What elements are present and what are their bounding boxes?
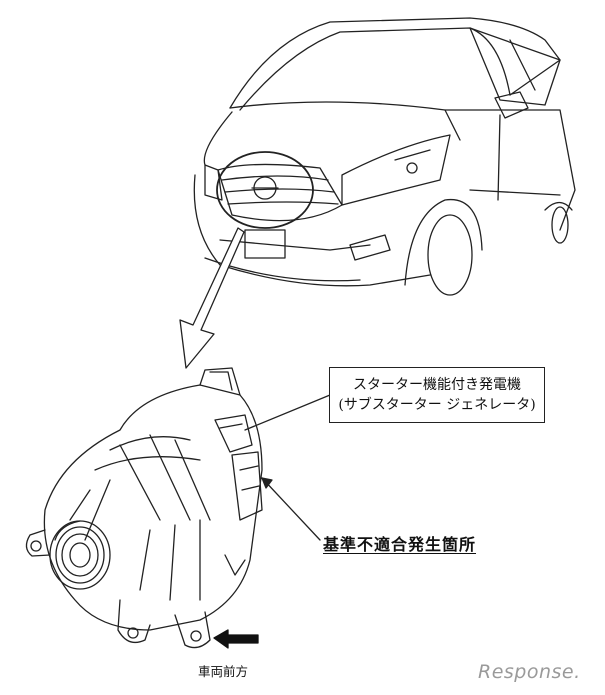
defect-location-label: 基準不適合発生箇所 — [323, 535, 477, 554]
terminal-block — [214, 414, 253, 453]
mounting-ear-front — [25, 529, 51, 557]
license-plate — [244, 229, 286, 259]
vehicle-front-direction-arrow — [213, 629, 259, 649]
front-wheel-arch — [404, 198, 483, 286]
vehicle-windshield — [239, 27, 511, 111]
vehicle-grille — [217, 163, 343, 222]
vehicle-hood — [229, 101, 461, 141]
front-bumper — [193, 174, 431, 287]
defect-leader-line — [261, 477, 321, 541]
callout-line-1: スターター機能付き発電機 — [353, 377, 521, 393]
alternator-housing — [43, 384, 263, 631]
vehicle-illustration — [193, 17, 576, 296]
defect-arrowhead — [261, 477, 273, 489]
vehicle-side — [444, 109, 576, 231]
alternator-callout-box: スターター機能付き発電機 (サブスターター ジェネレータ) — [329, 367, 545, 423]
response-watermark: Response. — [478, 661, 581, 683]
highlight-circle — [216, 151, 314, 229]
alternator-illustration — [25, 367, 263, 649]
vehicle-roof — [229, 17, 561, 109]
alternator-pulley — [49, 520, 111, 590]
watermark-text: Response. — [478, 661, 581, 683]
vehicle-front-label: 車両前方 — [198, 664, 249, 679]
callout-line-2: (サブスターター ジェネレータ) — [338, 397, 536, 413]
side-mirror — [494, 91, 529, 119]
headlight-left — [204, 164, 223, 201]
mounting-ear-bottom — [117, 599, 151, 644]
callout-leader-line — [244, 394, 331, 431]
front-wheel — [427, 214, 473, 296]
pointer-arrow — [179, 227, 245, 369]
headlight-right — [341, 134, 451, 206]
